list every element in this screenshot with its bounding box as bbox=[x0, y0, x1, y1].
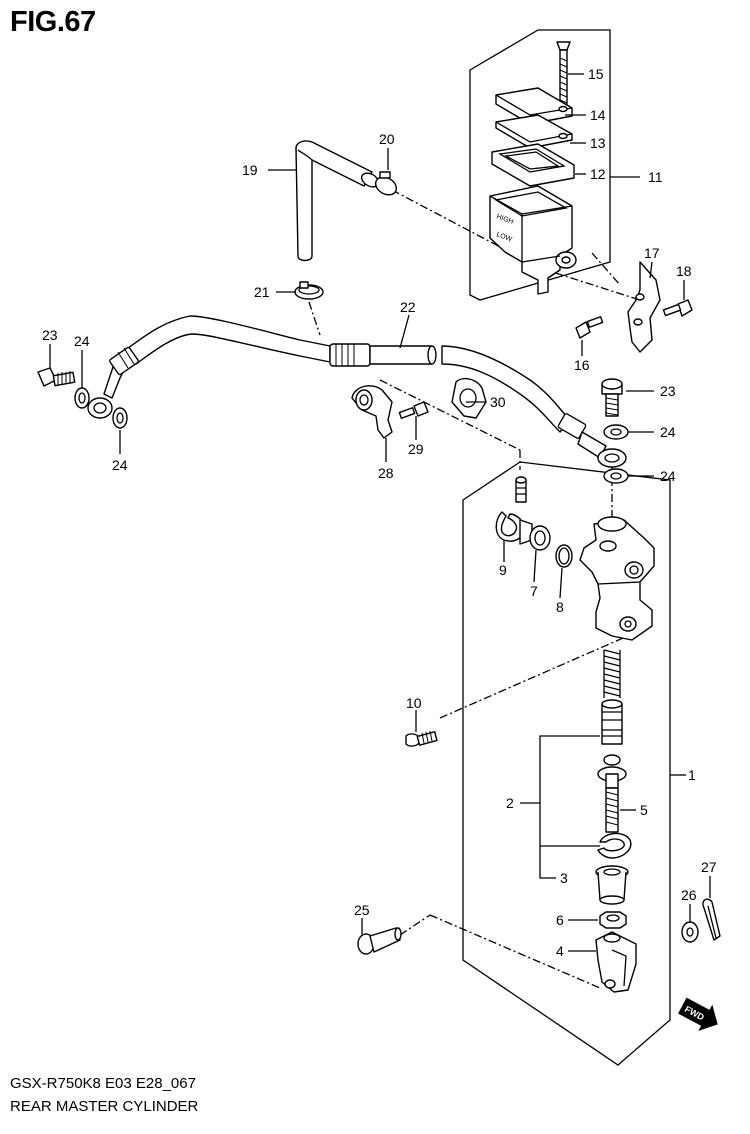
callout-4: 4 bbox=[556, 943, 564, 959]
callout-24-right-b: 24 bbox=[660, 468, 676, 484]
hose-guide-28 bbox=[351, 385, 393, 439]
reservoir-bracket-17 bbox=[627, 261, 661, 353]
callout-22: 22 bbox=[400, 299, 416, 315]
callout-7: 7 bbox=[530, 583, 538, 599]
callout-labels: 1 2 3 4 5 6 7 8 9 10 11 12 13 14 15 17 1… bbox=[42, 66, 717, 959]
hose-clamp-20 bbox=[374, 171, 398, 196]
washer-24-right-b bbox=[603, 468, 629, 484]
snap-ring-2 bbox=[597, 832, 632, 859]
cotter-pin-27 bbox=[702, 898, 721, 941]
callout-6: 6 bbox=[556, 912, 564, 928]
callout-3: 3 bbox=[560, 870, 568, 886]
footer-model-code: GSX-R750K8 E03 E28_067 bbox=[10, 1075, 196, 1092]
banjo-bolt-23-right bbox=[601, 378, 623, 417]
callout-11: 11 bbox=[648, 169, 663, 185]
callout-28: 28 bbox=[378, 465, 394, 481]
callout-14: 14 bbox=[590, 107, 606, 123]
callout-9: 9 bbox=[499, 562, 507, 578]
piston bbox=[601, 699, 623, 745]
washer-24-left-a bbox=[74, 387, 90, 409]
clevis-4 bbox=[595, 931, 637, 993]
reservoir-hose-19 bbox=[295, 140, 380, 262]
reservoir-group-outline bbox=[469, 29, 611, 301]
inlet-fitting bbox=[515, 476, 527, 503]
callout-17: 17 bbox=[644, 245, 660, 261]
nut-6 bbox=[599, 911, 627, 929]
brake-hose-22 bbox=[87, 315, 627, 468]
callout-10: 10 bbox=[406, 695, 422, 711]
reservoir-plate-13 bbox=[495, 114, 573, 149]
guide-bolt-29 bbox=[398, 401, 429, 419]
callout-13: 13 bbox=[590, 135, 606, 151]
connector-7 bbox=[519, 519, 551, 551]
washer-24-right-a bbox=[603, 424, 629, 440]
footer-description: REAR MASTER CYLINDER bbox=[10, 1098, 199, 1115]
callout-23-right: 23 bbox=[660, 383, 676, 399]
spring bbox=[603, 649, 621, 698]
callout-15: 15 bbox=[588, 66, 604, 82]
callout-23-left: 23 bbox=[42, 327, 58, 343]
callout-30: 30 bbox=[490, 394, 506, 410]
pin-25 bbox=[357, 927, 402, 955]
dashed-assembly-lines bbox=[308, 189, 641, 989]
bracket-bolt-16 bbox=[575, 316, 604, 339]
callout-24-left-a: 24 bbox=[74, 333, 90, 349]
callout-leaders bbox=[49, 73, 711, 952]
hose-clamp-21 bbox=[294, 281, 324, 300]
washer-26 bbox=[681, 921, 699, 943]
callout-25: 25 bbox=[354, 902, 370, 918]
callout-8: 8 bbox=[556, 599, 564, 615]
callout-5: 5 bbox=[640, 802, 648, 818]
reservoir-screw-15 bbox=[556, 41, 571, 111]
hose-clamp-30 bbox=[451, 377, 487, 419]
callout-24-left-b: 24 bbox=[112, 457, 128, 473]
callout-26: 26 bbox=[681, 887, 697, 903]
banjo-bolt-23-left bbox=[37, 367, 76, 387]
reservoir-diaphragm-12 bbox=[491, 143, 575, 187]
screw-10 bbox=[405, 730, 438, 747]
callout-12: 12 bbox=[590, 166, 606, 182]
callout-27: 27 bbox=[701, 859, 717, 875]
washer-24-left-b bbox=[112, 407, 128, 429]
callout-1: 1 bbox=[688, 767, 696, 783]
callout-20: 20 bbox=[379, 131, 395, 147]
push-rod-5 bbox=[597, 754, 627, 833]
callout-16: 16 bbox=[574, 357, 590, 373]
callout-24-right-a: 24 bbox=[660, 424, 676, 440]
cylinder-body-1 bbox=[579, 516, 655, 641]
reservoir-body-11 bbox=[489, 185, 577, 295]
reservoir-cap-14 bbox=[495, 87, 573, 125]
callout-2: 2 bbox=[506, 795, 514, 811]
callout-21: 21 bbox=[254, 284, 270, 300]
o-ring-8 bbox=[555, 544, 573, 568]
bracket-bolt-18 bbox=[662, 299, 693, 317]
fwd-arrow-icon: FWD bbox=[678, 997, 718, 1032]
figure-title: FIG.67 bbox=[10, 6, 96, 38]
callout-18: 18 bbox=[676, 263, 692, 279]
boot-3 bbox=[595, 865, 629, 905]
callout-19: 19 bbox=[242, 162, 258, 178]
callout-29: 29 bbox=[408, 441, 424, 457]
